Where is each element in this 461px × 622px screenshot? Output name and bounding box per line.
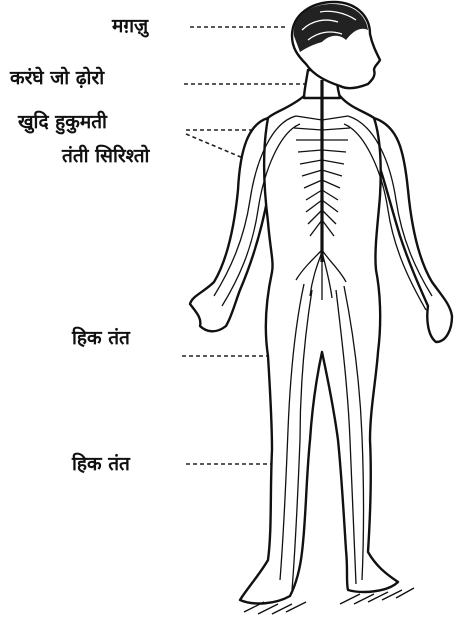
- label-autonomic-line1: खुदि हुकुमती: [17, 110, 108, 135]
- label-autonomic-line2: तंती सिरिश्तो: [61, 144, 151, 167]
- label-brain: मग़ज़ु: [111, 15, 149, 38]
- label-nerve-upper: हिक तंत: [71, 326, 131, 349]
- label-spinal-cord: करंघे जो ढ़ोरो: [9, 66, 105, 89]
- left-arm: [190, 118, 268, 331]
- human-figure: [190, 2, 452, 614]
- right-arm: [374, 118, 452, 342]
- torso-legs: [240, 96, 398, 603]
- label-nerve-lower: हिक तंत: [71, 452, 131, 475]
